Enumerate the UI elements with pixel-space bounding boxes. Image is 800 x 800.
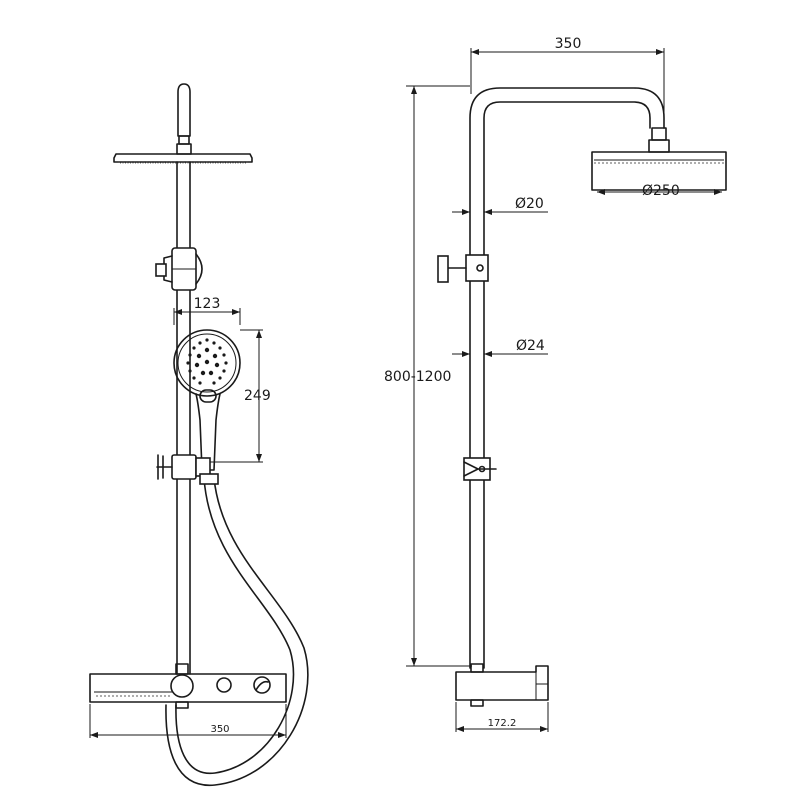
dim-hand-shower-width: 123 xyxy=(173,296,241,325)
dim-riser-upper: Ø20 xyxy=(452,196,548,215)
side-thermostat xyxy=(455,663,549,707)
dim-thermostat-depth: 172.2 xyxy=(455,702,549,732)
dim-thermostat-width: 350 xyxy=(89,704,287,738)
dim-text-d250: Ø250 xyxy=(642,183,680,199)
spray-nozzles xyxy=(186,338,228,385)
side-diverter xyxy=(437,254,489,283)
front-slide-holder xyxy=(156,454,211,480)
side-rain-head xyxy=(591,151,727,191)
front-riser xyxy=(176,161,191,675)
front-rain-head xyxy=(113,153,253,164)
dim-text-123: 123 xyxy=(194,296,221,312)
dim-text-350-top: 350 xyxy=(555,36,582,52)
dim-arm-reach: 350 xyxy=(470,36,665,118)
dim-head-diameter: Ø250 xyxy=(597,183,722,199)
dim-total-height: 800-1200 xyxy=(384,85,472,667)
front-view: 123 249 350 xyxy=(89,83,309,786)
dim-text-172: 172.2 xyxy=(488,718,517,729)
dim-hand-shower-height: 249 xyxy=(210,329,271,463)
dim-text-350-bottom: 350 xyxy=(210,724,229,735)
dim-text-249: 249 xyxy=(244,388,271,404)
side-riser-arm xyxy=(469,87,670,669)
side-slide-holder xyxy=(463,457,497,481)
front-diverter-valve xyxy=(155,247,203,291)
front-thermostat xyxy=(89,663,287,709)
dim-text-d20: Ø20 xyxy=(515,196,544,212)
front-hand-shower xyxy=(173,329,241,471)
front-shower-arm xyxy=(176,83,192,155)
dim-text-800-1200: 800-1200 xyxy=(384,369,451,385)
front-hose xyxy=(165,473,309,786)
dim-riser-lower: Ø24 xyxy=(452,338,548,357)
side-view: 350 Ø20 Ø24 Ø250 xyxy=(384,36,727,732)
dim-text-d24: Ø24 xyxy=(516,338,545,354)
